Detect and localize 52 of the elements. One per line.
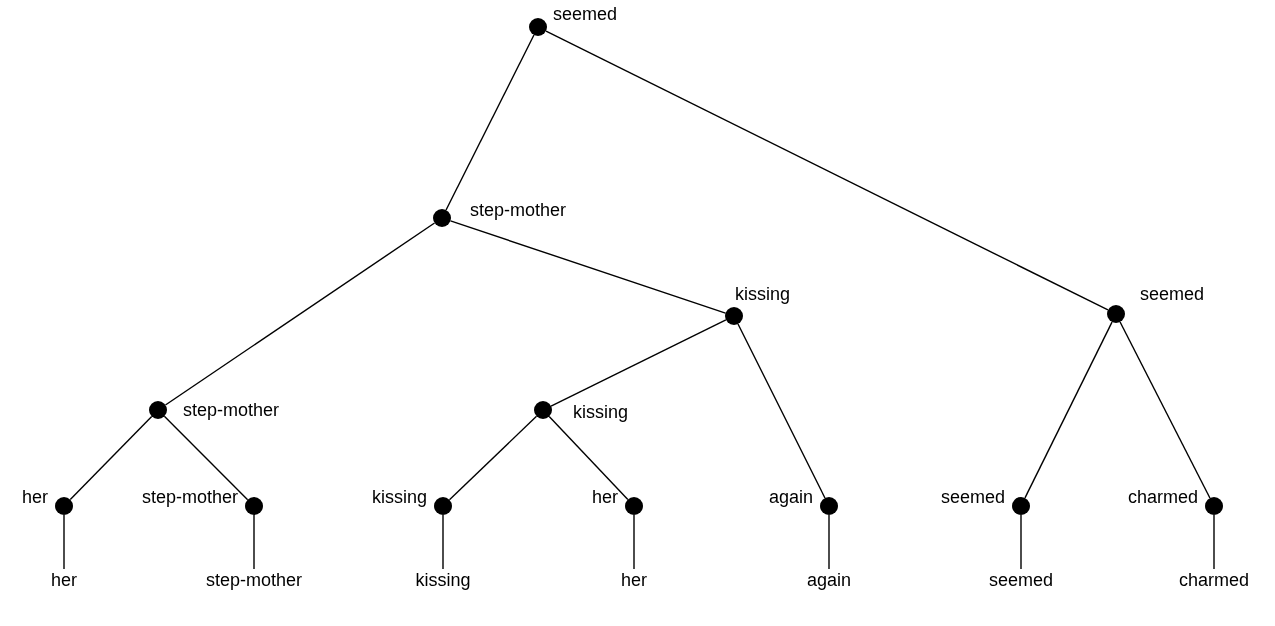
node-label: kissing [371,487,427,507]
tree-node-dot [1012,497,1030,515]
leaf-word: seemed [989,569,1053,591]
tree-branch-line [1213,514,1215,570]
node-label: her [592,487,618,507]
leaf-word: her [51,569,77,591]
tree-branch-line [737,323,826,499]
tree-branch-line [63,514,65,570]
leaf-word: step-mother [206,569,302,591]
tree-node-dot [529,18,547,36]
node-label: again [768,487,813,507]
tree-node-dot [725,307,743,325]
tree-branch-line [445,34,535,211]
tree-branch-line [253,514,255,570]
leaf-word: her [621,569,647,591]
node-label: seemed [553,4,618,24]
tree-node-dot [434,497,452,515]
node-label: step-mother [470,200,567,220]
node-label: seemed [940,487,1005,507]
node-label: charmed [1127,487,1198,507]
tree-node-dot [55,497,73,515]
tree-branch-line [164,222,436,406]
node-label: step-mother [141,487,238,507]
tree-branch-line [69,415,153,501]
tree-branch-line [163,415,249,501]
tree-branch-line [828,514,830,570]
leaf-word: kissing [415,569,471,591]
tree-branch-line [633,514,635,570]
tree-branch-line [1119,321,1211,499]
node-label: step-mother [183,400,280,420]
node-label: seemed [1140,284,1205,304]
node-label: kissing [573,402,629,422]
leaf-word: charmed [1179,569,1249,591]
tree-node-dot [1107,305,1125,323]
tree-branch-line [548,415,629,501]
tree-branch-line [545,30,1109,311]
tree-branch-line [550,319,727,407]
tree-node-dot [433,209,451,227]
node-label: her [22,487,48,507]
tree-node-dot [820,497,838,515]
tree-branch-line [442,514,444,570]
tree-node-dot [534,401,552,419]
tree-node-dot [149,401,167,419]
leaf-word: again [807,569,851,591]
tree-node-dot [1205,497,1223,515]
tree-branch-line [449,220,727,314]
node-label: kissing [735,284,791,304]
tree-node-dot [245,497,263,515]
tree-branch-line [448,415,538,501]
tree-branch-line [1020,514,1022,570]
tree-branch-line [1024,321,1113,499]
tree-node-dot [625,497,643,515]
